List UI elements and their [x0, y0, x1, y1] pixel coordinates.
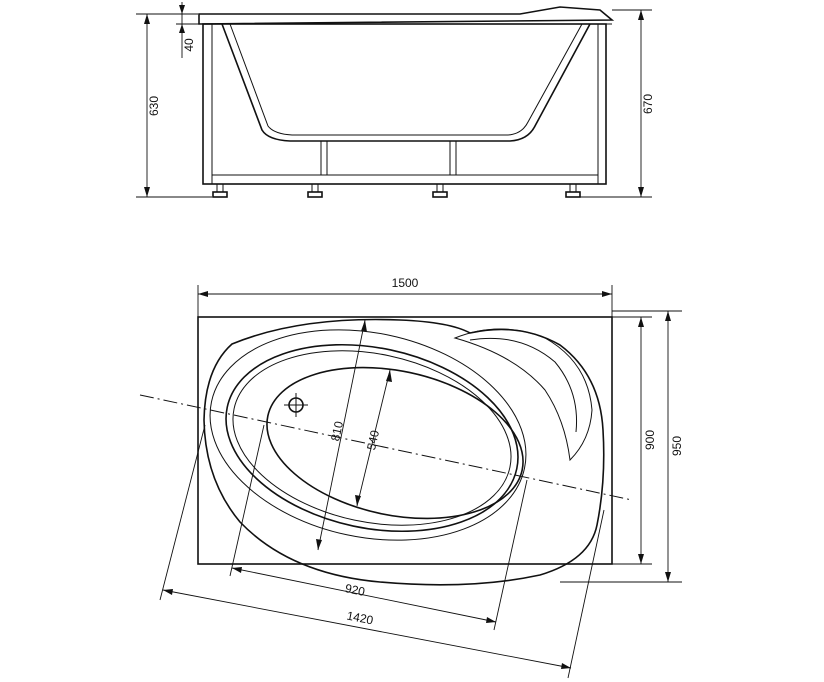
dim-line-1420 — [162, 589, 572, 669]
side-basin-inner — [229, 23, 583, 136]
dim-label-670: 670 — [641, 94, 655, 114]
top-bowl-lip — [232, 350, 512, 526]
dim-line-920 — [231, 567, 497, 623]
top-bowl-bottom — [266, 366, 524, 520]
top-center-axis — [139, 394, 633, 501]
side-view: 630 40 670 — [136, 2, 655, 198]
dim-label-540: 540 — [364, 429, 382, 452]
top-bowl — [225, 343, 519, 533]
side-basin — [221, 23, 591, 142]
side-rim — [198, 6, 615, 25]
dim-label-40: 40 — [182, 38, 196, 52]
top-outer-frame — [197, 316, 613, 565]
top-view: 1500 900 950 810 540 920 — [139, 276, 684, 679]
top-rim-ring — [209, 329, 527, 541]
dim-label-810: 810 — [328, 420, 346, 443]
dim-line-540 — [356, 369, 391, 507]
dim-label-630: 630 — [147, 96, 161, 116]
dim-label-1500: 1500 — [392, 276, 419, 290]
top-shell-outline — [203, 318, 605, 586]
dim-line-810 — [317, 319, 366, 551]
side-feet — [212, 183, 581, 198]
drain-icon — [284, 393, 308, 417]
side-support-left — [320, 140, 328, 176]
dim-label-920: 920 — [344, 581, 367, 599]
dim-label-950: 950 — [670, 436, 684, 456]
dim-label-1420: 1420 — [346, 609, 375, 628]
side-support-right — [449, 140, 457, 176]
top-headrest-inner — [469, 337, 578, 433]
top-headrest — [453, 328, 593, 462]
side-frame — [202, 23, 607, 185]
dim-label-900: 900 — [643, 430, 657, 450]
